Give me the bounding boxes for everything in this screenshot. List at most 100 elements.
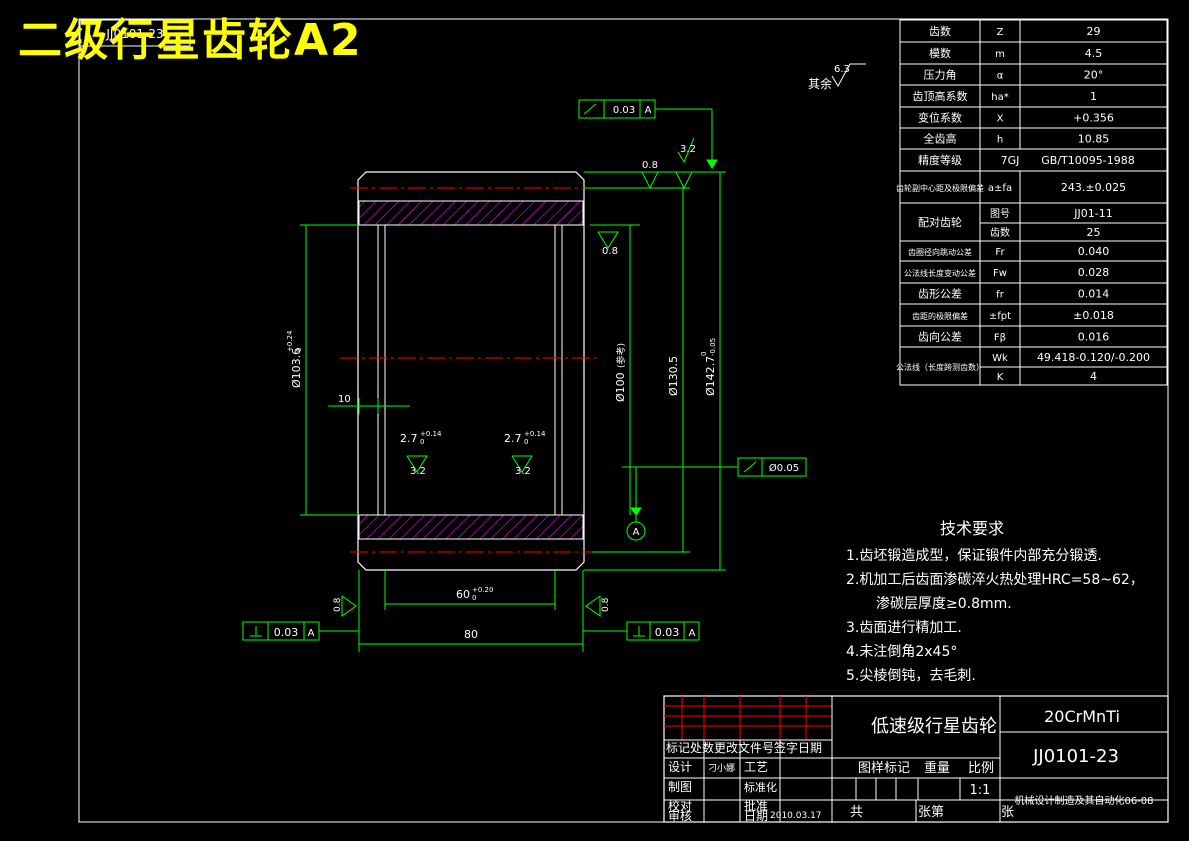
tech-requirements: 技术要求 1.齿坯锻造成型，保证锻件内部充分锻透. 2.机加工后齿面渗碳淬火热处… [846,519,1144,684]
svg-text:A: A [633,527,640,538]
param-symbol: X [997,114,1004,125]
hatch-bottom [358,514,584,540]
roughness-other: 其余 6.3 [808,63,866,91]
svg-text:批准: 批准 [744,798,768,813]
svg-text:Ø103.6: Ø103.6 [290,348,303,388]
header-row: 标记处数更改文件号签字日期 [666,740,822,755]
param-symbol: 7GJ [1001,154,1020,167]
svg-text:图样标记: 图样标记 [858,761,910,776]
param-name: 齿距的极限偏差 [912,311,968,321]
param-symbol: m [995,49,1005,60]
param-name: 齿数 [929,25,951,38]
gdt-symbols [250,461,757,637]
param-symbol: a±fa [988,183,1012,194]
svg-text:3.2: 3.2 [410,466,426,477]
svg-text:刁小娜: 刁小娜 [708,762,735,774]
svg-text:共: 共 [850,805,863,820]
svg-text:A: A [308,628,315,639]
svg-text:+0.24: +0.24 [286,330,294,352]
svg-text:校对: 校对 [668,798,692,813]
param-name: 齿顶高系数 [913,89,968,103]
svg-text:Ø130.5: Ø130.5 [667,356,680,396]
svg-text:比例: 比例 [968,761,994,776]
param-value: GB/T10095-1988 [1041,154,1134,167]
param-symbol: 齿数 [990,226,1010,239]
svg-text:(参考): (参考) [615,343,627,368]
param-value: JJ01-11 [1073,207,1112,220]
svg-text:5.尖棱倒钝，去毛刺.: 5.尖棱倒钝，去毛刺. [846,668,976,684]
param-value: 0.014 [1078,288,1110,301]
param-name: 齿向公差 [918,330,962,344]
param-symbol: ha* [991,92,1008,103]
svg-text:2.7: 2.7 [504,432,522,445]
roughness-other-label: 其余 [808,76,832,91]
svg-text:10: 10 [338,394,351,405]
param-symbol: Fr [995,247,1005,258]
svg-text:+0.20: +0.20 [472,586,493,594]
param-name: 配对齿轮 [918,215,962,229]
param-name: 压力角 [924,69,957,82]
svg-text:0.03: 0.03 [274,626,299,639]
svg-text:+0.14: +0.14 [524,430,546,438]
overlay-title: 二级行星齿轮A2 [18,15,363,66]
svg-text:0.03: 0.03 [613,105,635,116]
svg-text:-0.05: -0.05 [709,338,717,356]
svg-text:2.7: 2.7 [400,432,418,445]
material: 20CrMnTi [1044,707,1120,726]
param-symbol: ±fpt [989,311,1011,322]
svg-text:A: A [645,105,652,116]
param-value: 10.85 [1078,133,1110,146]
param-value: 1 [1090,90,1097,103]
param-name: 模数 [929,47,951,60]
param-symbol: Fw [993,268,1007,279]
param-symbol: fr [996,290,1005,301]
svg-text:3.2: 3.2 [680,144,696,155]
param-name: 公法线（长度跨测齿数） [896,362,984,372]
param-value: 0.040 [1078,245,1110,258]
param-value: 20° [1084,69,1104,82]
hatch-top [358,200,584,226]
scale: 1:1 [970,783,991,798]
svg-text:Ø0.05: Ø0.05 [769,462,799,474]
gear-section-view [340,171,600,571]
part-name: 低速级行星齿轮 [871,716,997,737]
param-value: 25 [1087,226,1101,239]
svg-text:0: 0 [472,594,476,602]
svg-text:60: 60 [456,588,470,601]
svg-text:0.8: 0.8 [601,597,611,612]
param-name: 变位系数 [918,111,962,125]
svg-text:标准化: 标准化 [744,780,777,794]
param-value: 0.028 [1078,266,1110,279]
svg-text:工艺: 工艺 [744,760,768,774]
svg-text:0: 0 [420,438,424,446]
dimensions [242,99,807,652]
param-value: ±0.018 [1073,309,1114,322]
svg-text:+0.14: +0.14 [420,430,442,438]
svg-text:80: 80 [464,628,478,641]
dimension-labels: 0.03 A 0.8 3.2 0.8 Ø103.6 +0.24 0 Ø100 (… [274,105,799,641]
drawing-number: JJ0101-23 [1032,746,1119,767]
svg-text:重量: 重量 [924,760,950,776]
param-symbol: 图号 [990,208,1010,220]
param-symbol: α [997,71,1004,82]
svg-text:张: 张 [1001,805,1014,820]
param-name: 公法线长度变动公差 [904,268,976,278]
param-value: 29 [1087,25,1101,38]
svg-text:张第: 张第 [918,805,944,820]
svg-text:0: 0 [295,348,303,352]
svg-text:3.齿面进行精加工.: 3.齿面进行精加工. [846,620,962,636]
param-value: 4.5 [1085,47,1103,60]
school: 机械设计制造及其自动化06-08 [1014,794,1153,807]
tech-requirements-title: 技术要求 [940,519,1004,538]
svg-text:1.齿坯锻造成型，保证锻件内部充分锻透.: 1.齿坯锻造成型，保证锻件内部充分锻透. [846,548,1102,564]
param-symbol: Wk [992,353,1008,364]
corner-code-box [79,19,191,47]
param-value: 243.±0.025 [1061,181,1126,194]
svg-text:日期: 日期 [744,809,768,823]
svg-text:Ø142.7: Ø142.7 [704,356,717,396]
svg-text:0.03: 0.03 [655,626,680,639]
roughness-other-value: 6.3 [834,64,850,75]
svg-text:0.8: 0.8 [642,160,658,171]
